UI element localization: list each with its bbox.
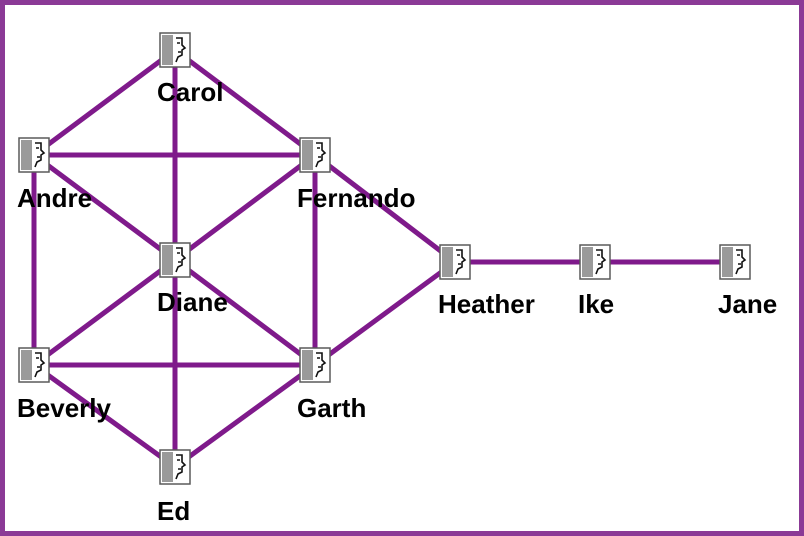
edge-beverly-ed: [31, 362, 178, 470]
edge-garth-heather: [312, 259, 458, 368]
edge-layer: [31, 47, 738, 470]
node-label-diane: Diane: [157, 287, 228, 317]
node-carol: Carol: [157, 32, 223, 107]
person-computer-icon: [18, 137, 50, 173]
person-computer-icon: [159, 449, 191, 485]
person-computer-icon: [159, 242, 191, 278]
node-ed: Ed: [157, 449, 191, 526]
node-label-andre: Andre: [17, 183, 92, 213]
node-label-fernando: Fernando: [297, 183, 415, 213]
edge-diane-beverly: [31, 257, 178, 368]
node-label-jane: Jane: [718, 289, 777, 319]
node-label-heather: Heather: [438, 289, 535, 319]
edge-fernando-diane: [172, 152, 318, 263]
node-label-ike: Ike: [578, 289, 614, 319]
edge-carol-andre: [31, 47, 178, 158]
person-computer-icon: [299, 137, 331, 173]
person-computer-icon: [159, 32, 191, 68]
node-heather: Heather: [438, 244, 535, 319]
node-label-beverly: Beverly: [17, 393, 111, 423]
node-label-garth: Garth: [297, 393, 366, 423]
node-garth: Garth: [297, 347, 366, 423]
edge-fernando-heather: [312, 152, 458, 265]
node-label-carol: Carol: [157, 77, 223, 107]
edge-diane-garth: [172, 257, 318, 368]
edge-carol-fernando: [172, 47, 318, 158]
edge-andre-diane: [31, 152, 178, 263]
node-label-ed: Ed: [157, 496, 190, 526]
node-diane: Diane: [157, 242, 228, 317]
person-computer-icon: [579, 244, 611, 280]
edge-garth-ed: [172, 362, 318, 470]
person-computer-icon: [439, 244, 471, 280]
node-jane: Jane: [718, 244, 777, 319]
node-beverly: Beverly: [17, 347, 111, 423]
person-computer-icon: [719, 244, 751, 280]
person-computer-icon: [18, 347, 50, 383]
node-ike: Ike: [578, 244, 614, 319]
person-computer-icon: [299, 347, 331, 383]
node-fernando: Fernando: [297, 137, 415, 213]
node-andre: Andre: [17, 137, 92, 213]
